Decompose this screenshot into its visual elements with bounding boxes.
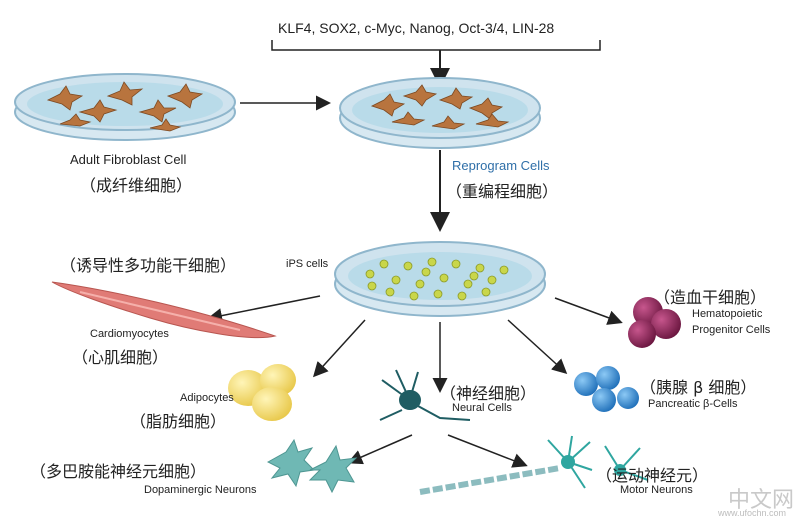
- pancreatic-label-en: Pancreatic β-Cells: [648, 398, 738, 410]
- watermark-logo: 中文网: [727, 488, 794, 513]
- hemato-label-en1: Hematopoietic: [692, 308, 763, 320]
- adipo-label-zh: （脂肪细胞）: [130, 412, 227, 431]
- dopamine-label-zh: （多巴胺能神经元细胞）: [30, 462, 207, 481]
- arrow-to-pancreatic: [507, 319, 568, 375]
- dopamine-label-en: Dopaminergic Neurons: [144, 484, 257, 496]
- dopaminergic-neurons: [266, 438, 358, 494]
- reprogram-cells: [370, 84, 510, 130]
- adipocyte-cells: [228, 364, 296, 421]
- factor-list: KLF4, SOX2, c-Myc, Nanog, Oct-3/4, LIN-2…: [278, 20, 555, 36]
- neural-label-zh: （神经细胞）: [440, 384, 537, 403]
- adipo-label-en: Adipocytes: [180, 392, 234, 404]
- ips-dish: [334, 241, 546, 317]
- fibroblast-label-zh: （成纤维细胞）: [80, 176, 193, 195]
- arrow-to-motor: [447, 434, 528, 468]
- watermark-url: www.ufochn.com: [717, 508, 786, 518]
- hematopoietic-cells: [628, 297, 681, 348]
- ips-label-en: iPS cells: [286, 258, 329, 270]
- pancreatic-label-zh: （胰腺 β 细胞）: [640, 378, 757, 397]
- motor-label-zh: （运动神经元）: [596, 466, 709, 485]
- fibroblast-dish: [14, 73, 236, 141]
- reprogram-dish: [339, 77, 541, 149]
- arrow-to-hemato: [554, 297, 623, 325]
- arrow-to-adipo: [312, 319, 366, 378]
- motor-neurons: [419, 435, 649, 495]
- reprogram-label-en: Reprogram Cells: [452, 158, 550, 173]
- neural-label-en: Neural Cells: [452, 402, 512, 414]
- ips-cells: [365, 257, 509, 301]
- hemato-label-en2: Progenitor Cells: [692, 324, 771, 336]
- differentiation-arrows: [207, 295, 623, 468]
- neural-cell: [379, 369, 471, 421]
- reprogram-label-zh: （重编程细胞）: [446, 182, 559, 201]
- cardio-label-en: Cardiomyocytes: [90, 328, 169, 340]
- cardio-label-zh: （心肌细胞）: [72, 348, 169, 367]
- motor-label-en: Motor Neurons: [620, 484, 693, 496]
- arrow-to-cardio: [207, 295, 321, 324]
- cardiomyocyte-cell: [51, 281, 277, 339]
- hemato-label-zh: （造血干细胞）: [654, 288, 767, 307]
- fibroblast-cells: [46, 81, 204, 132]
- ips-label-zh: （诱导性多功能干细胞）: [60, 256, 237, 275]
- pancreatic-cells: [574, 366, 639, 412]
- arrow-to-dopamine: [347, 434, 413, 465]
- fibroblast-label-en: Adult Fibroblast Cell: [70, 152, 187, 167]
